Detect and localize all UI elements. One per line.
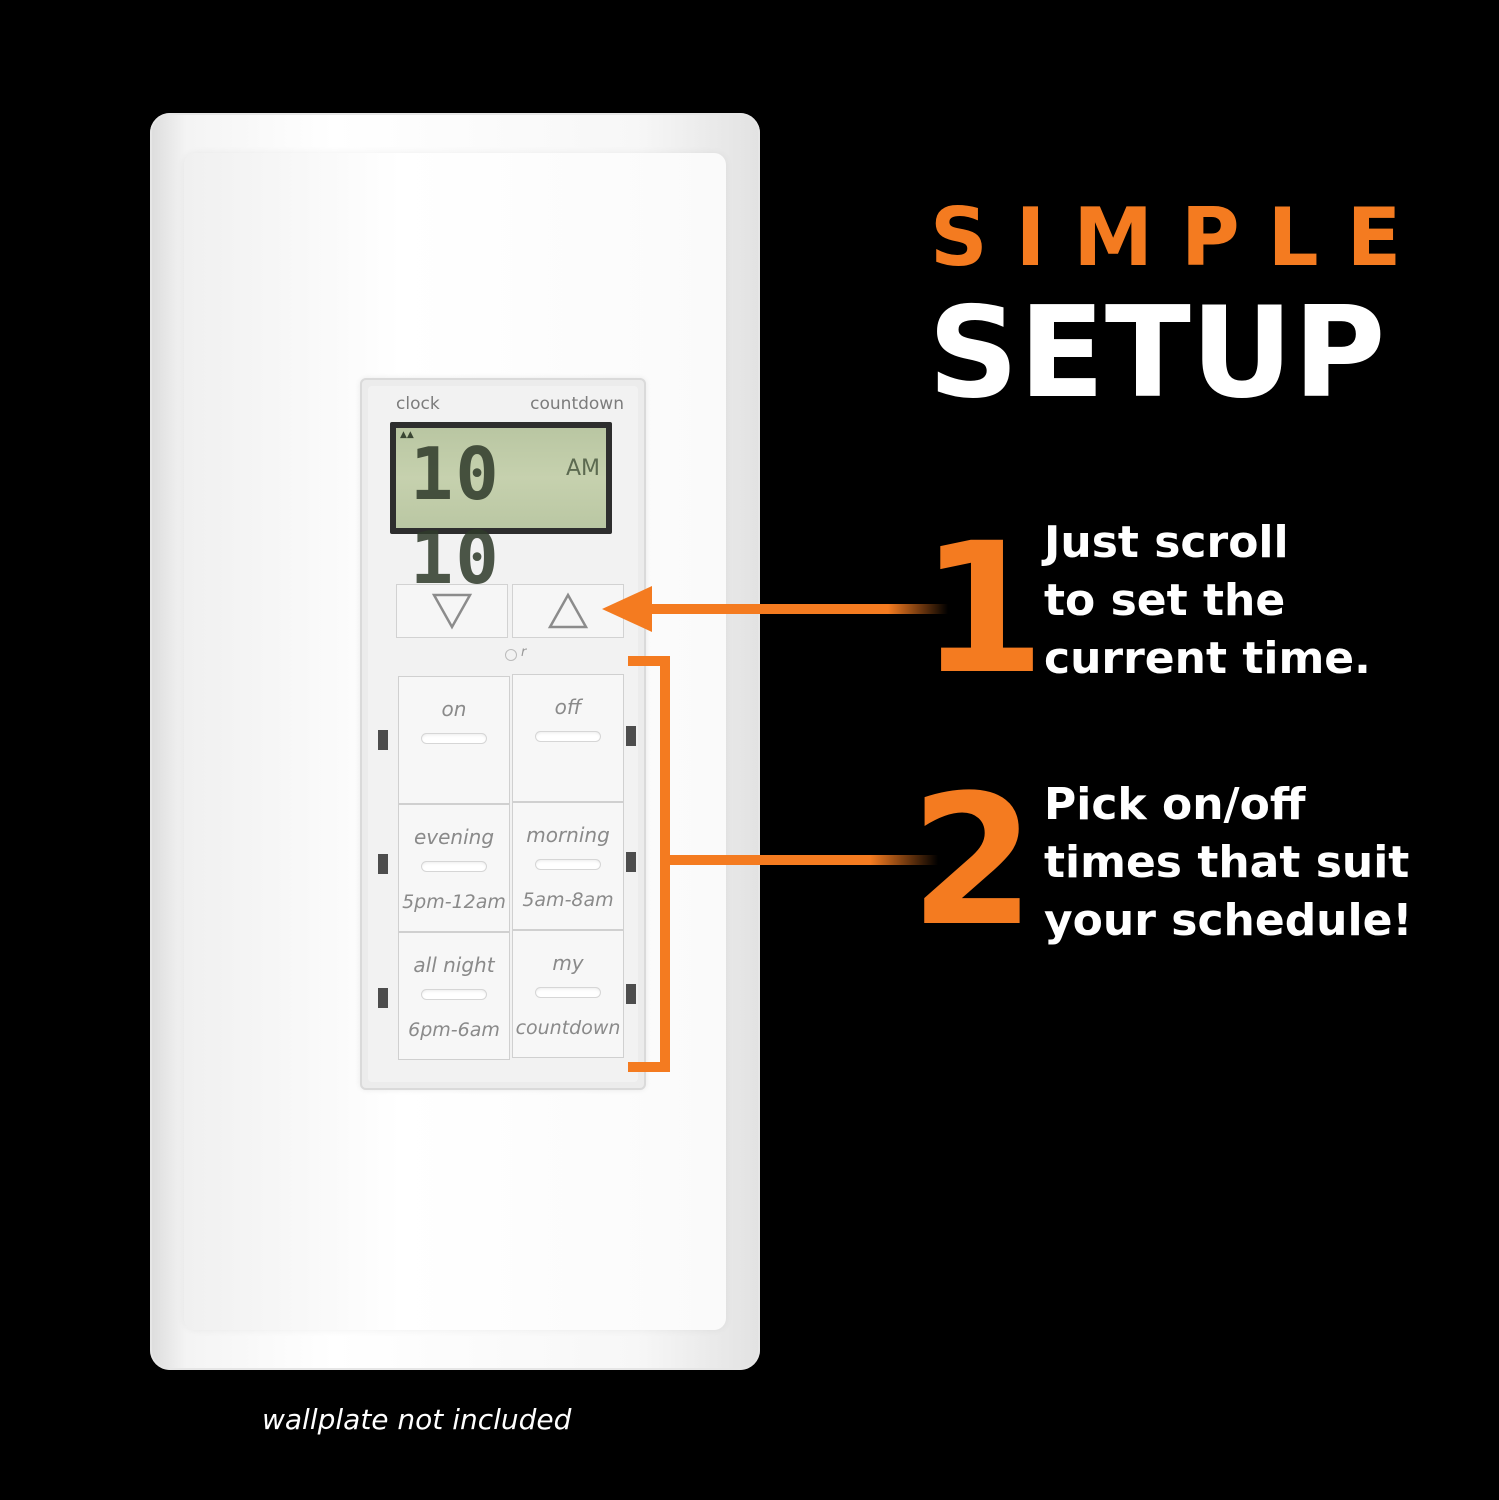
step-1-text: Just scroll to set the current time. [1044,517,1371,684]
lcd-ampm: AM [565,456,600,481]
footnote: wallplate not included [262,1403,572,1436]
triangle-up-icon [547,592,589,629]
step-1-number: 1 [920,505,1046,714]
lcd-display: ▲▲ 10 10 AM [390,422,612,600]
key-evening[interactable]: evening 5pm-12am [398,804,510,932]
key-indicator-light [535,731,601,742]
step-2-text: Pick on/off times that suit your schedul… [1044,779,1413,946]
key-indicator-light [421,989,487,1000]
reset-label: r [521,645,527,660]
headline-setup: SETUP [928,279,1386,426]
key-on[interactable]: on [398,676,510,804]
headline-simple: SIMPLE [930,191,1430,284]
key-label: evening [413,825,495,849]
key-sublabel: 5pm-12am [402,891,506,913]
key-label: off [554,695,582,719]
timer-switch: clock countdown ▲▲ 10 10 AM r on off eve… [360,378,646,1090]
key-indicator-light [535,987,601,998]
keys-bracket [628,656,938,1072]
key-indicator-light [535,859,601,870]
key-morning[interactable]: morning 5am-8am [512,802,624,930]
step-2-number: 2 [910,757,1036,966]
reset-button[interactable] [505,649,517,661]
mounting-tab [378,988,388,1008]
clock-label: clock [396,394,440,414]
scroll-down-button[interactable] [396,584,508,638]
key-indicator-light [421,733,487,744]
mounting-tab [378,854,388,874]
lcd-indicator: ▲▲ [400,430,414,440]
scroll-up-button[interactable] [512,584,624,638]
mounting-tab [626,984,636,1004]
mounting-tab [626,726,636,746]
key-my-countdown[interactable]: my countdown [512,930,624,1058]
key-off[interactable]: off [512,674,624,802]
key-sublabel: 6pm-6am [408,1019,500,1041]
countdown-label: countdown [530,394,624,414]
arrow-to-scroll-button [602,586,948,632]
key-label: all night [413,953,495,977]
key-label: morning [526,823,610,847]
key-all-night[interactable]: all night 6pm-6am [398,932,510,1060]
triangle-down-icon [431,593,473,630]
mounting-tab [378,730,388,750]
key-sublabel: 5am-8am [522,889,614,911]
key-indicator-light [421,861,487,872]
mounting-tab [626,852,636,872]
key-label: on [441,697,467,721]
key-sublabel: countdown [515,1017,621,1039]
key-label: my [552,951,584,975]
